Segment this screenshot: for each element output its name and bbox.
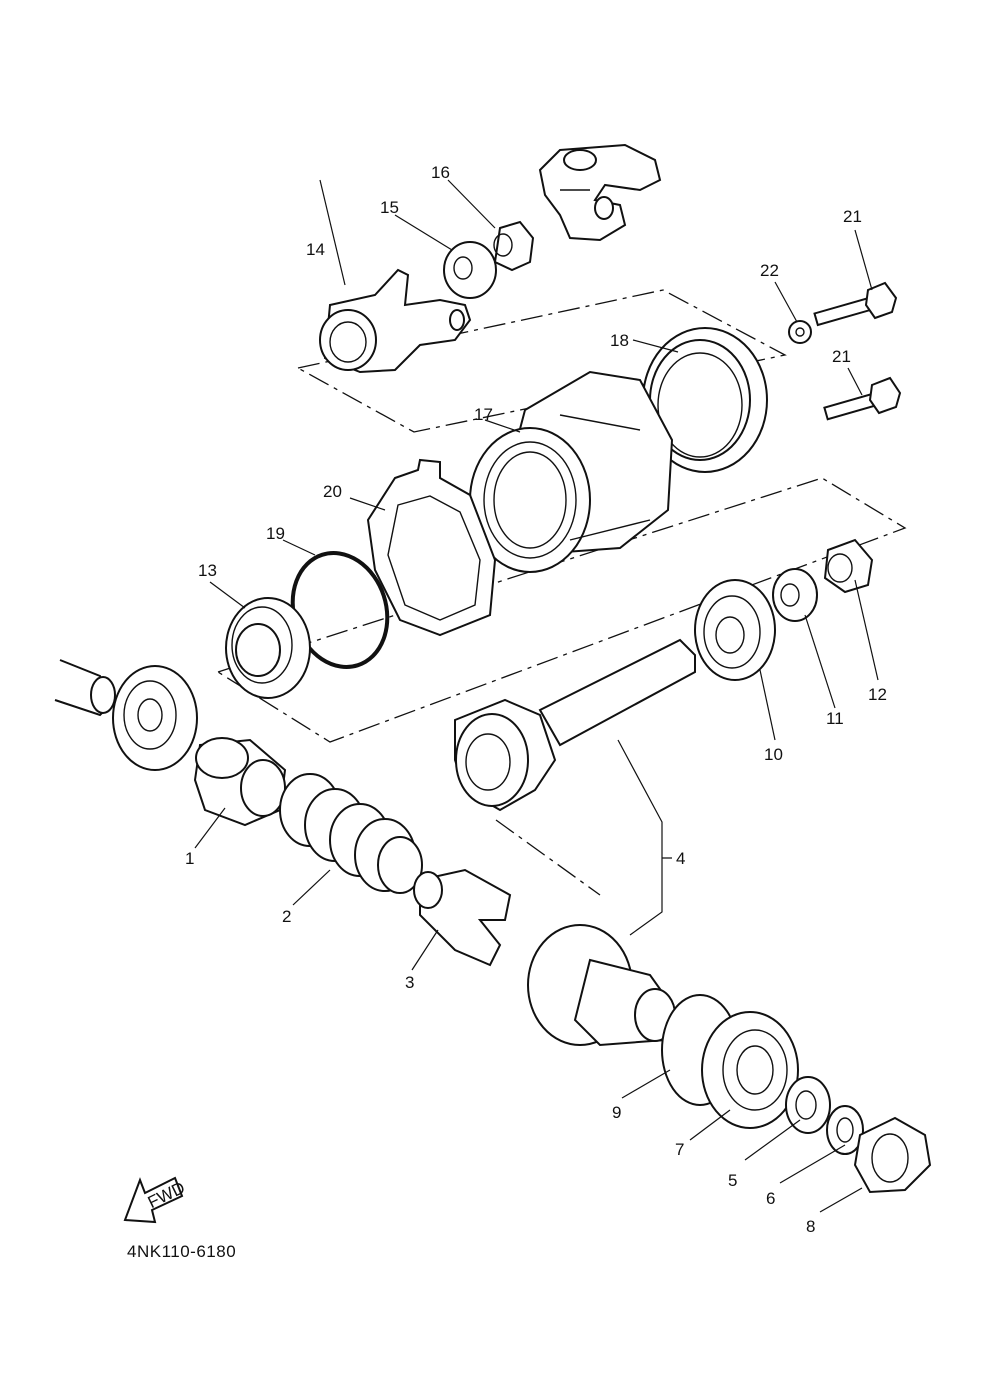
callout-11: 11 [826,709,844,728]
washer-22 [788,320,812,344]
callout-7: 7 [675,1140,684,1159]
callout-1: 1 [185,849,194,868]
collar-1 [193,737,287,827]
universal-joint [538,143,662,242]
callout-6: 6 [766,1189,775,1208]
callout-9: 9 [612,1103,621,1122]
diagram-code: 4NK110-6180 [127,1242,237,1261]
leader-lines [194,179,879,1213]
lock-washer-6 [826,1105,864,1155]
callout-22: 22 [760,261,779,280]
callout-10: 10 [764,745,783,764]
bearing-10 [694,579,776,681]
callout-5: 5 [728,1171,737,1190]
cam-dog-3 [413,868,512,967]
spring-2 [279,773,423,894]
washer-15 [443,241,497,299]
fwd-arrow-icon: FWD [123,1176,188,1224]
callout-16: 16 [431,163,450,182]
nut-8 [853,1116,932,1194]
callout-8: 8 [806,1217,815,1236]
bolt-21-upper [813,281,898,327]
callout-13: 13 [198,561,217,580]
callout-17: 17 [474,405,493,424]
callout-20: 20 [323,482,342,501]
yoke-flange [319,268,472,374]
gear-mesh-guide [495,819,601,896]
bearing-7 [701,1011,799,1129]
shaft-stub [54,659,116,717]
callout-3: 3 [405,973,414,992]
callout-21-upper: 21 [843,207,862,226]
callout-14: 14 [306,240,325,259]
callout-12: 12 [868,685,887,704]
callout-labels: 1 2 3 4 5 6 7 8 9 10 11 12 13 14 15 16 1… [185,163,887,1236]
housing-17 [469,370,674,573]
nut-16 [493,220,535,272]
upper-assembly-outline [296,289,787,433]
washer-11 [772,568,818,622]
pinion-shaft-4 [454,638,696,812]
callout-18: 18 [610,331,629,350]
left-bearing [112,665,198,771]
callout-2: 2 [282,907,291,926]
shim-20 [366,458,497,637]
callout-19: 19 [266,524,285,543]
retainer-18 [642,327,768,473]
bearing-13 [225,597,311,699]
washer-5 [785,1076,831,1134]
callout-21-lower: 21 [832,347,851,366]
callout-4: 4 [676,849,685,868]
nut-12 [823,538,874,594]
bolt-21-lower [823,376,902,421]
callout-15: 15 [380,198,399,217]
ring-gear [527,924,677,1047]
